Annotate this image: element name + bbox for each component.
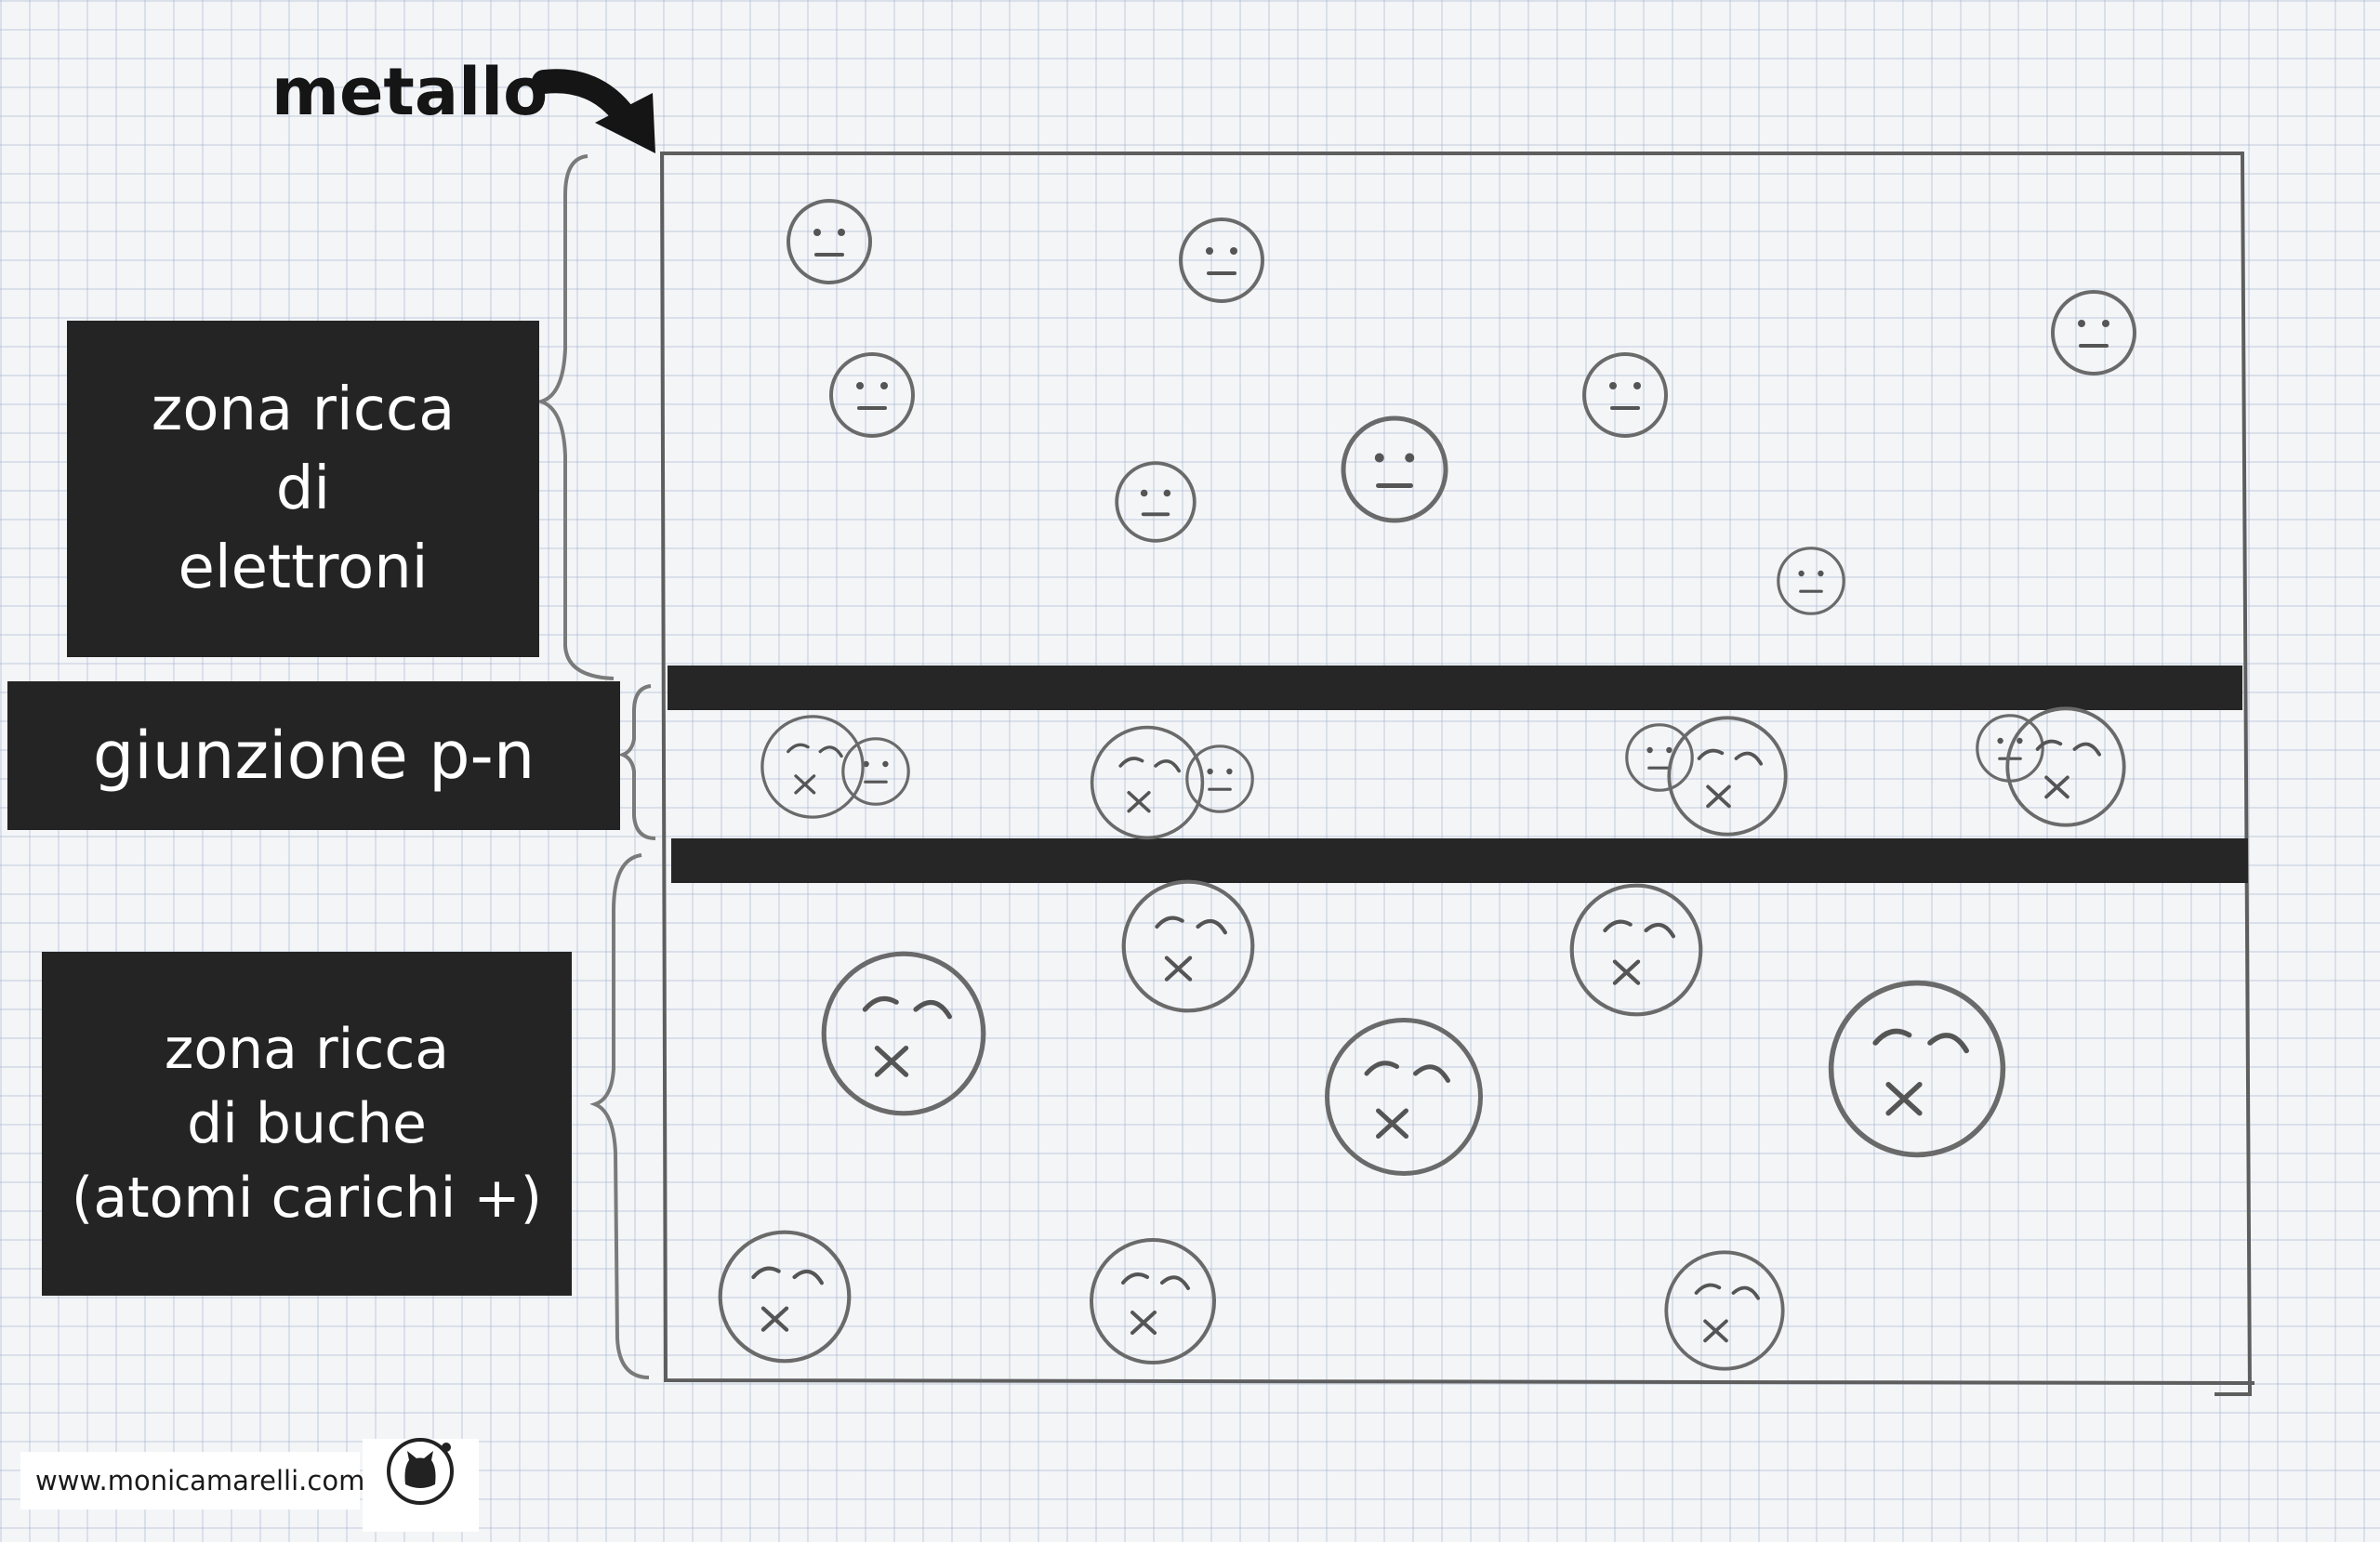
footer-url[interactable]: www.monicamarelli.com (20, 1452, 364, 1509)
electron-zone-line-3: elettroni (178, 533, 429, 602)
metal-block-outline (660, 152, 2255, 1396)
junction-band-top (668, 666, 2242, 710)
brace-hole-zone (589, 853, 650, 1379)
cat-head-icon (387, 1438, 454, 1505)
electron-zone-line-2: di (275, 454, 331, 523)
brace-junction (617, 684, 656, 840)
metallo-label: metallo (271, 54, 549, 130)
junction-label-text: giunzione p-n (92, 718, 536, 794)
ion-particles (721, 882, 2003, 1371)
electron-zone-line-1: zona ricca (151, 375, 456, 444)
electron-zone-label: zona ricca di elettroni (67, 321, 539, 657)
brace-electron-zone (535, 154, 615, 680)
hole-zone-line-2: di buche (187, 1091, 427, 1156)
hole-zone-line-3: (atomi carichi +) (71, 1166, 543, 1231)
curved-arrow-icon (532, 69, 655, 153)
junction-recombination-pairs (760, 706, 2126, 840)
hole-zone-line-1: zona ricca (164, 1017, 450, 1082)
junction-label: giunzione p-n (7, 681, 620, 830)
hole-zone-label: zona ricca di buche (atomi carichi +) (42, 952, 572, 1296)
electron-particles (787, 199, 2136, 615)
junction-band-bottom (671, 838, 2248, 883)
